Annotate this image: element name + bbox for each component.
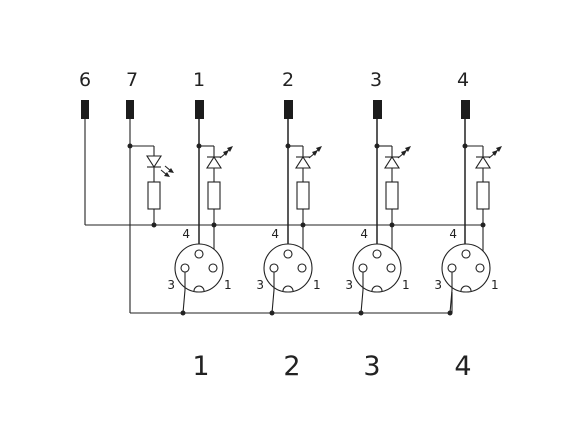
connector-key-icon [193,285,205,292]
led-arrow-icon [405,146,411,152]
terminal-label-4: 4 [457,69,469,91]
connector-icon [174,243,224,293]
junction-dot [180,310,186,316]
resistor-icon [476,181,490,210]
connector-key-icon [371,285,383,292]
led-arrow-icon [164,172,170,177]
channel-circuits: 4 3 1 4 3 1 4 3 1 4 3 1 [167,119,502,316]
pin-label-1: 1 [491,278,499,292]
terminal-blocks [81,100,470,119]
port-label-2: 2 [283,351,300,382]
channel-4: 4 3 1 [434,119,502,316]
led-diode-icon [145,155,163,169]
pin-3 [269,263,279,273]
terminal-label-1: 1 [193,69,205,91]
resistor-icon [385,181,399,210]
port-label-4: 4 [454,351,471,382]
port-label-3: 3 [363,351,380,382]
connector-key-icon [460,285,472,292]
indicator-led-7 [127,143,174,228]
resistor-icon [207,181,221,210]
terminal-block-1 [195,100,204,119]
pin-1 [386,263,396,273]
led-diode-icon [383,155,401,169]
junction-dot [269,310,275,316]
terminal-block-3 [373,100,382,119]
pin-label-3: 3 [256,278,264,292]
pin-4 [461,249,471,259]
led-arrow-icon [168,168,174,173]
pin-1 [297,263,307,273]
junction-dot [358,310,364,316]
port-label-1: 1 [192,351,209,382]
pin-label-3: 3 [345,278,353,292]
terminal-label-3: 3 [370,69,382,91]
terminal-label-7: 7 [126,69,138,91]
junction-dot [151,222,157,228]
terminal-block-2 [284,100,293,119]
resistor-icon [147,181,161,210]
pin-4 [283,249,293,259]
pin-label-4: 4 [271,227,279,241]
pin-1 [475,263,485,273]
pin-1 [208,263,218,273]
terminal-block-7 [126,100,134,119]
terminal-block-6 [81,100,89,119]
led-arrow-icon [316,146,322,152]
connector-icon [441,243,491,293]
pin-3 [447,263,457,273]
channel-1: 4 3 1 [167,119,233,316]
pin-3 [358,263,368,273]
pin-label-4: 4 [449,227,457,241]
pin-label-1: 1 [402,278,410,292]
port-labels: 1 2 3 4 [192,351,471,382]
channel-2: 4 3 1 [256,119,322,316]
channel-3: 4 3 1 [345,119,411,316]
led-diode-icon [294,155,312,169]
terminal-labels: 6 7 1 2 3 4 [79,69,469,91]
pin-label-3: 3 [434,278,442,292]
connector-icon [263,243,313,293]
connector-key-icon [282,285,294,292]
led-diode-icon [205,155,223,169]
led-arrow-icon [227,146,233,152]
pin-label-3: 3 [167,278,175,292]
pin-label-1: 1 [313,278,321,292]
pin-3 [180,263,190,273]
terminal-label-6: 6 [79,69,91,91]
terminal-block-4 [461,100,470,119]
pin-label-4: 4 [182,227,190,241]
led-arrow-icon [496,146,502,152]
resistor-icon [296,181,310,210]
connector-icon [352,243,402,293]
pin-label-1: 1 [224,278,232,292]
terminal-label-2: 2 [282,69,294,91]
pin-label-4: 4 [360,227,368,241]
pin-4 [194,249,204,259]
pin-4 [372,249,382,259]
junction-dot [447,310,453,316]
led-diode-icon [474,155,492,169]
